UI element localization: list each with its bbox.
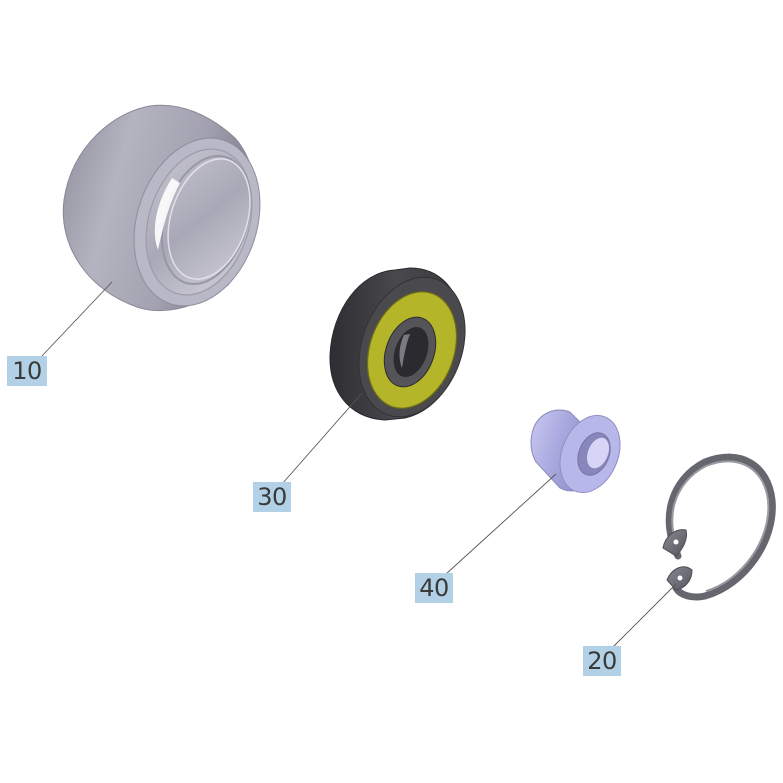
circlip-lug-hole-upper xyxy=(673,539,679,545)
callout-20: 20 xyxy=(583,646,621,676)
callout-40: 40 xyxy=(415,573,453,603)
circlip-ring-highlight xyxy=(671,460,770,592)
callout-10: 10 xyxy=(7,356,47,386)
bushing-part-40 xyxy=(530,409,621,494)
bearing-part-30 xyxy=(329,267,466,421)
sleeve-part-10 xyxy=(62,104,261,312)
leader-line-40 xyxy=(445,473,557,575)
bearing-bore-through xyxy=(399,334,410,368)
sleeve-back-opening xyxy=(154,178,180,250)
callout-30: 30 xyxy=(253,482,291,512)
circlip-lug-hole-lower xyxy=(677,575,683,581)
bushing-bore-inner xyxy=(586,437,610,469)
sleeve-inner-groove-highlight xyxy=(167,158,251,280)
leader-line-30 xyxy=(281,392,363,485)
circlip-part-20 xyxy=(662,453,776,601)
leader-line-20 xyxy=(611,583,677,649)
circlip-ring xyxy=(665,453,776,601)
leader-lines xyxy=(39,281,677,649)
leader-line-10 xyxy=(39,281,113,359)
